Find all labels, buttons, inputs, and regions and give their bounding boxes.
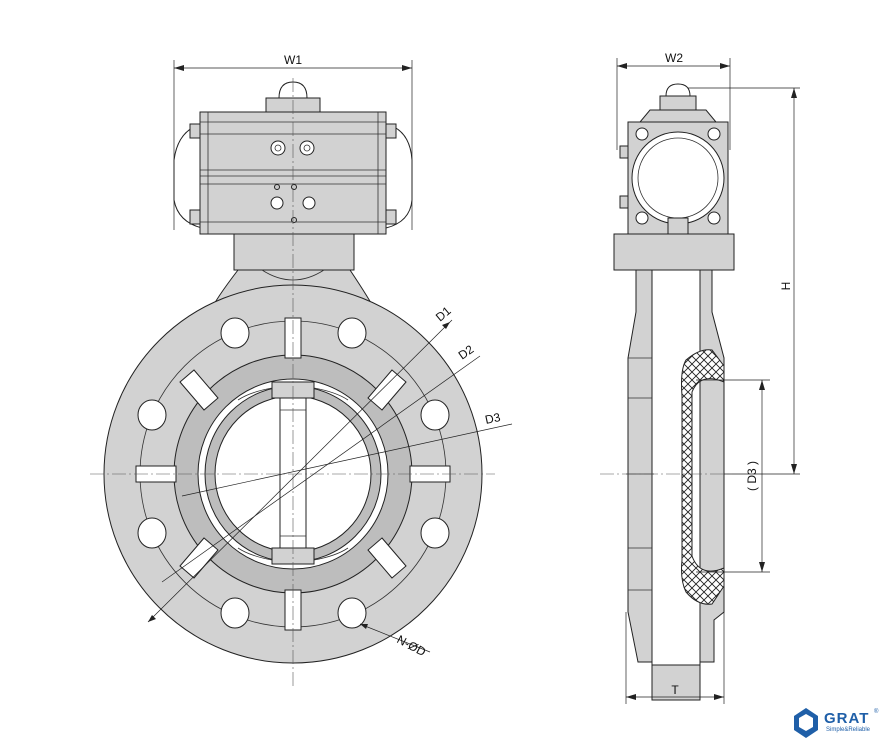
t-label: T — [671, 683, 679, 697]
d2-label: D2 — [456, 342, 477, 362]
actuator-right-cap — [385, 123, 413, 229]
disc-stem — [237, 381, 349, 565]
bolt-holes — [137, 317, 450, 629]
side-mount-plate — [613, 233, 735, 271]
logo-registered: ® — [874, 708, 879, 715]
d3-label: D3 — [484, 410, 502, 427]
logo-brand: GRAT — [824, 710, 869, 727]
d3-side-label: ( D3 ) — [745, 461, 759, 491]
t-dimension: T — [625, 612, 725, 704]
h-dimension: H — [685, 87, 800, 475]
grat-logo: GRAT ® Simple&Reliable — [794, 708, 879, 738]
w2-dimension: W2 — [616, 51, 731, 150]
diameter-leaders: D1 D2 D3 — [147, 304, 513, 623]
front-view: W1 — [90, 53, 513, 688]
side-body — [626, 269, 725, 701]
w2-label: W2 — [665, 51, 683, 65]
d3-side-dimension: ( D3 ) — [696, 379, 770, 573]
logo-tagline: Simple&Reliable — [826, 727, 871, 733]
w1-label: W1 — [284, 53, 302, 67]
bolt-holes-label: N-ØD — [395, 632, 429, 659]
seat-liner — [681, 349, 725, 605]
h-label: H — [779, 282, 793, 291]
actuator-side — [619, 83, 729, 235]
actuator-left-cap — [173, 123, 203, 229]
side-view: W2 H — [600, 51, 800, 704]
position-indicator — [265, 81, 321, 113]
